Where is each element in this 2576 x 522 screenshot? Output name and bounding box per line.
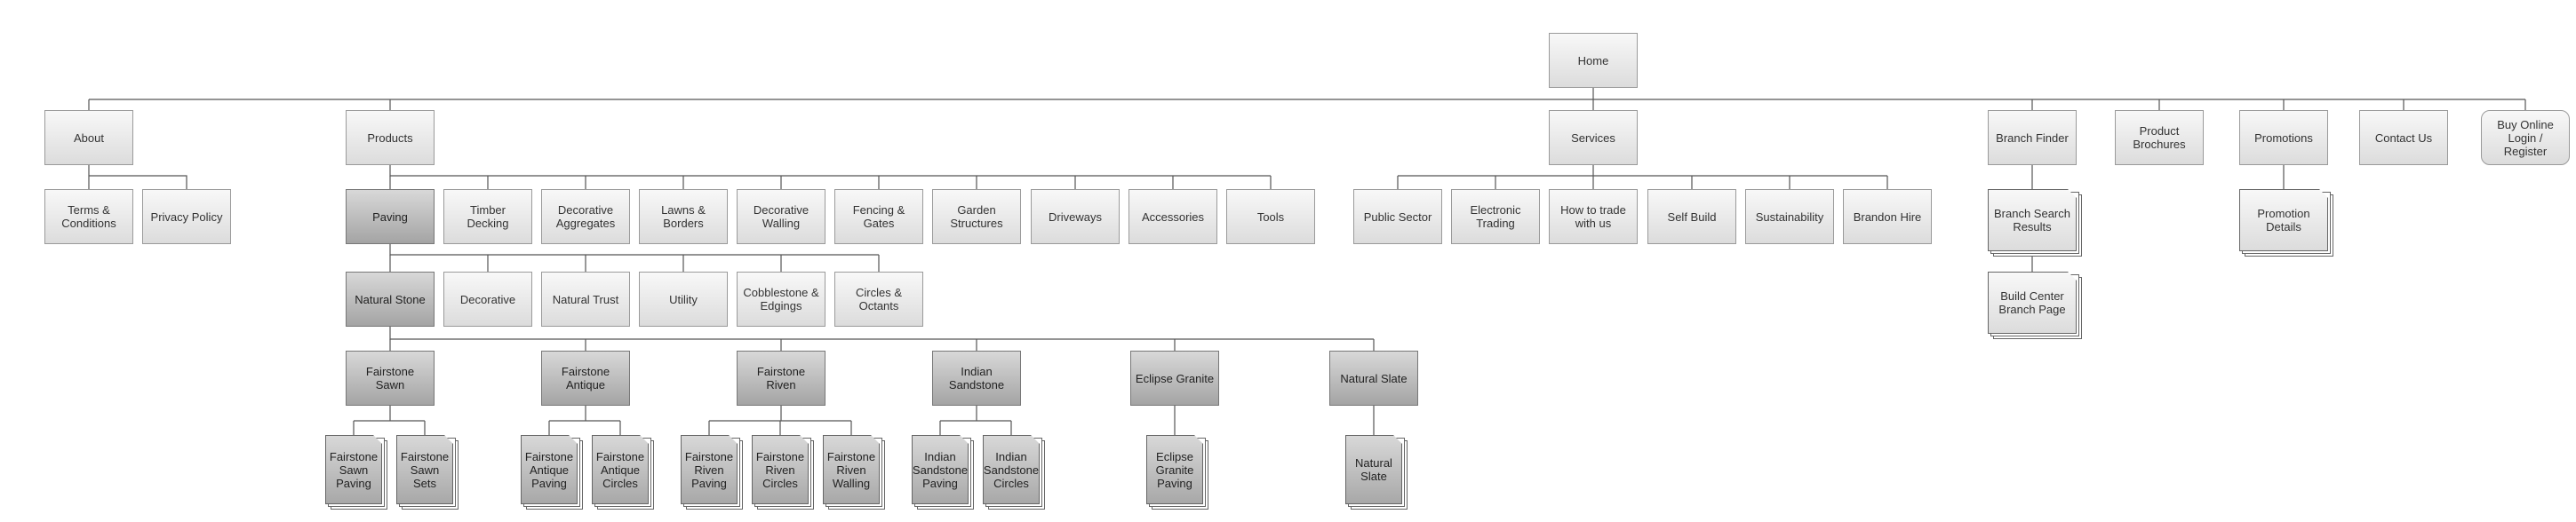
page-fairstone-antique-circles[interactable]: Fairstone Antique Circles bbox=[592, 435, 654, 510]
node-branch-finder[interactable]: Branch Finder bbox=[1988, 110, 2077, 165]
node-utility[interactable]: Utility bbox=[639, 272, 728, 327]
node-contact-us[interactable]: Contact Us bbox=[2359, 110, 2448, 165]
node-cobblestone-edgings[interactable]: Cobblestone & Edgings bbox=[737, 272, 825, 327]
page-fairstone-riven-walling[interactable]: Fairstone Riven Walling bbox=[823, 435, 885, 510]
page-label: Fairstone Sawn Paving bbox=[325, 435, 382, 504]
page-label: Fairstone Sawn Sets bbox=[396, 435, 453, 504]
node-decorative-walling[interactable]: Decorative Walling bbox=[737, 189, 825, 244]
page-label: Promotion Details bbox=[2239, 189, 2328, 251]
node-electronic-trading[interactable]: Electronic Trading bbox=[1451, 189, 1540, 244]
page-build-center-branch[interactable]: Build Center Branch Page bbox=[1988, 272, 2082, 339]
node-fairstone-riven[interactable]: Fairstone Riven bbox=[737, 351, 825, 406]
page-label: Fairstone Riven Paving bbox=[681, 435, 738, 504]
node-fairstone-antique[interactable]: Fairstone Antique bbox=[541, 351, 630, 406]
node-terms-conditions[interactable]: Terms & Conditions bbox=[44, 189, 133, 244]
page-label: Fairstone Riven Circles bbox=[752, 435, 809, 504]
page-label: Fairstone Antique Paving bbox=[521, 435, 578, 504]
node-paving[interactable]: Paving bbox=[346, 189, 435, 244]
node-fairstone-sawn[interactable]: Fairstone Sawn bbox=[346, 351, 435, 406]
node-tools[interactable]: Tools bbox=[1226, 189, 1315, 244]
node-product-brochures[interactable]: Product Brochures bbox=[2115, 110, 2204, 165]
node-products[interactable]: Products bbox=[346, 110, 435, 165]
node-privacy-policy[interactable]: Privacy Policy bbox=[142, 189, 231, 244]
node-self-build[interactable]: Self Build bbox=[1647, 189, 1736, 244]
node-brandon-hire[interactable]: Brandon Hire bbox=[1843, 189, 1932, 244]
page-fairstone-antique-paving[interactable]: Fairstone Antique Paving bbox=[521, 435, 583, 510]
page-fairstone-sawn-sets[interactable]: Fairstone Sawn Sets bbox=[396, 435, 459, 510]
node-about[interactable]: About bbox=[44, 110, 133, 165]
node-eclipse-granite[interactable]: Eclipse Granite bbox=[1130, 351, 1219, 406]
node-indian-sandstone[interactable]: Indian Sandstone bbox=[932, 351, 1021, 406]
page-label: Indian Sandstone Circles bbox=[983, 435, 1040, 504]
node-natural-stone[interactable]: Natural Stone bbox=[346, 272, 435, 327]
page-label: Eclipse Granite Paving bbox=[1146, 435, 1203, 504]
node-sustainability[interactable]: Sustainability bbox=[1745, 189, 1834, 244]
node-driveways[interactable]: Driveways bbox=[1031, 189, 1120, 244]
node-home[interactable]: Home bbox=[1549, 33, 1638, 88]
page-branch-search-results[interactable]: Branch Search Results bbox=[1988, 189, 2082, 257]
page-label: Build Center Branch Page bbox=[1988, 272, 2077, 334]
page-fairstone-riven-paving[interactable]: Fairstone Riven Paving bbox=[681, 435, 743, 510]
node-how-to-trade[interactable]: How to trade with us bbox=[1549, 189, 1638, 244]
node-decorative-aggregates[interactable]: Decorative Aggregates bbox=[541, 189, 630, 244]
node-lawns-borders[interactable]: Lawns & Borders bbox=[639, 189, 728, 244]
page-label: Natural Slate bbox=[1345, 435, 1402, 504]
node-circles-octants[interactable]: Circles & Octants bbox=[834, 272, 923, 327]
page-indian-sandstone-circles[interactable]: Indian Sandstone Circles bbox=[983, 435, 1045, 510]
node-garden-structures[interactable]: Garden Structures bbox=[932, 189, 1021, 244]
page-label: Fairstone Antique Circles bbox=[592, 435, 649, 504]
page-label: Indian Sandstone Paving bbox=[912, 435, 969, 504]
node-promotions[interactable]: Promotions bbox=[2239, 110, 2328, 165]
page-indian-sandstone-paving[interactable]: Indian Sandstone Paving bbox=[912, 435, 974, 510]
page-eclipse-granite-paving[interactable]: Eclipse Granite Paving bbox=[1146, 435, 1208, 510]
page-fairstone-riven-circles[interactable]: Fairstone Riven Circles bbox=[752, 435, 814, 510]
page-label: Branch Search Results bbox=[1988, 189, 2077, 251]
node-public-sector[interactable]: Public Sector bbox=[1353, 189, 1442, 244]
node-accessories[interactable]: Accessories bbox=[1128, 189, 1217, 244]
page-promotion-details[interactable]: Promotion Details bbox=[2239, 189, 2333, 257]
page-label: Fairstone Riven Walling bbox=[823, 435, 880, 504]
node-timber-decking[interactable]: Timber Decking bbox=[443, 189, 532, 244]
node-fencing-gates[interactable]: Fencing & Gates bbox=[834, 189, 923, 244]
node-natural-slate[interactable]: Natural Slate bbox=[1329, 351, 1418, 406]
node-natural-trust[interactable]: Natural Trust bbox=[541, 272, 630, 327]
page-natural-slate[interactable]: Natural Slate bbox=[1345, 435, 1408, 510]
node-decorative[interactable]: Decorative bbox=[443, 272, 532, 327]
node-services[interactable]: Services bbox=[1549, 110, 1638, 165]
page-fairstone-sawn-paving[interactable]: Fairstone Sawn Paving bbox=[325, 435, 387, 510]
node-buy-online[interactable]: Buy Online Login / Register bbox=[2481, 110, 2570, 165]
